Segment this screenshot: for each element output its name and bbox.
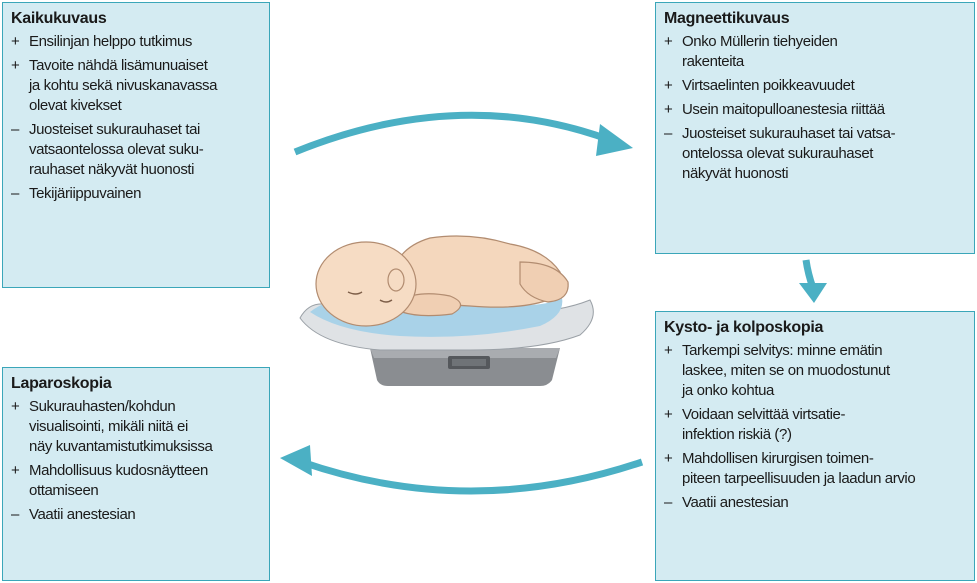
list-item: –Vaatii anestesian xyxy=(664,493,966,513)
list-item: +Usein maitopulloanestesia riittää xyxy=(664,100,966,120)
list-item: +Virtsaelinten poikkeavuudet xyxy=(664,76,966,96)
laparoskopia-list: +Sukurauhasten/kohdun visualisointi, mik… xyxy=(11,397,261,525)
list-item: +Voidaan selvittää virtsatie- infektion … xyxy=(664,405,966,445)
laparoskopia-title: Laparoskopia xyxy=(11,374,261,393)
list-item: +Onko Müllerin tiehyeiden rakenteita xyxy=(664,32,966,72)
baby-scale-illustration xyxy=(300,236,593,386)
laparoskopia-box: Laparoskopia +Sukurauhasten/kohdun visua… xyxy=(2,367,270,581)
kystoskopia-box: Kysto- ja kolposkopia +Tarkempi selvitys… xyxy=(655,311,975,581)
kaikukuvaus-list: +Ensilinjan helppo tutkimus +Tavoite näh… xyxy=(11,32,261,204)
list-item: +Mahdollisuus kudosnäytteen ottamiseen xyxy=(11,461,261,501)
list-item: +Sukurauhasten/kohdun visualisointi, mik… xyxy=(11,397,261,457)
list-item: +Tarkempi selvitys: minne emätin laskee,… xyxy=(664,341,966,401)
list-item: +Tavoite nähdä lisämunuaiset ja kohtu se… xyxy=(11,56,261,116)
kaikukuvaus-title: Kaikukuvaus xyxy=(11,9,261,28)
list-item: –Juosteiset sukurauhaset tai vatsa- onte… xyxy=(664,124,966,184)
magneettikuvaus-list: +Onko Müllerin tiehyeiden rakenteita +Vi… xyxy=(664,32,966,184)
list-item: +Mahdollisen kirurgisen toimen- piteen t… xyxy=(664,449,966,489)
magneettikuvaus-box: Magneettikuvaus +Onko Müllerin tiehyeide… xyxy=(655,2,975,254)
list-item: –Juosteiset sukurauhaset tai vatsaontelo… xyxy=(11,120,261,180)
arrow-head-down xyxy=(799,283,827,303)
arrow-head-left xyxy=(280,445,312,476)
arrow-kysto-to-laparo xyxy=(302,462,642,491)
list-item: –Vaatii anestesian xyxy=(11,505,261,525)
list-item: –Tekijäriippuvainen xyxy=(11,184,261,204)
kaikukuvaus-box: Kaikukuvaus +Ensilinjan helppo tutkimus … xyxy=(2,2,270,288)
list-item: +Ensilinjan helppo tutkimus xyxy=(11,32,261,52)
magneettikuvaus-title: Magneettikuvaus xyxy=(664,9,966,28)
kystoskopia-list: +Tarkempi selvitys: minne emätin laskee,… xyxy=(664,341,966,513)
kystoskopia-title: Kysto- ja kolposkopia xyxy=(664,318,966,337)
arrow-kaiku-to-magneetti xyxy=(295,115,610,152)
arrow-head-right xyxy=(596,124,633,156)
